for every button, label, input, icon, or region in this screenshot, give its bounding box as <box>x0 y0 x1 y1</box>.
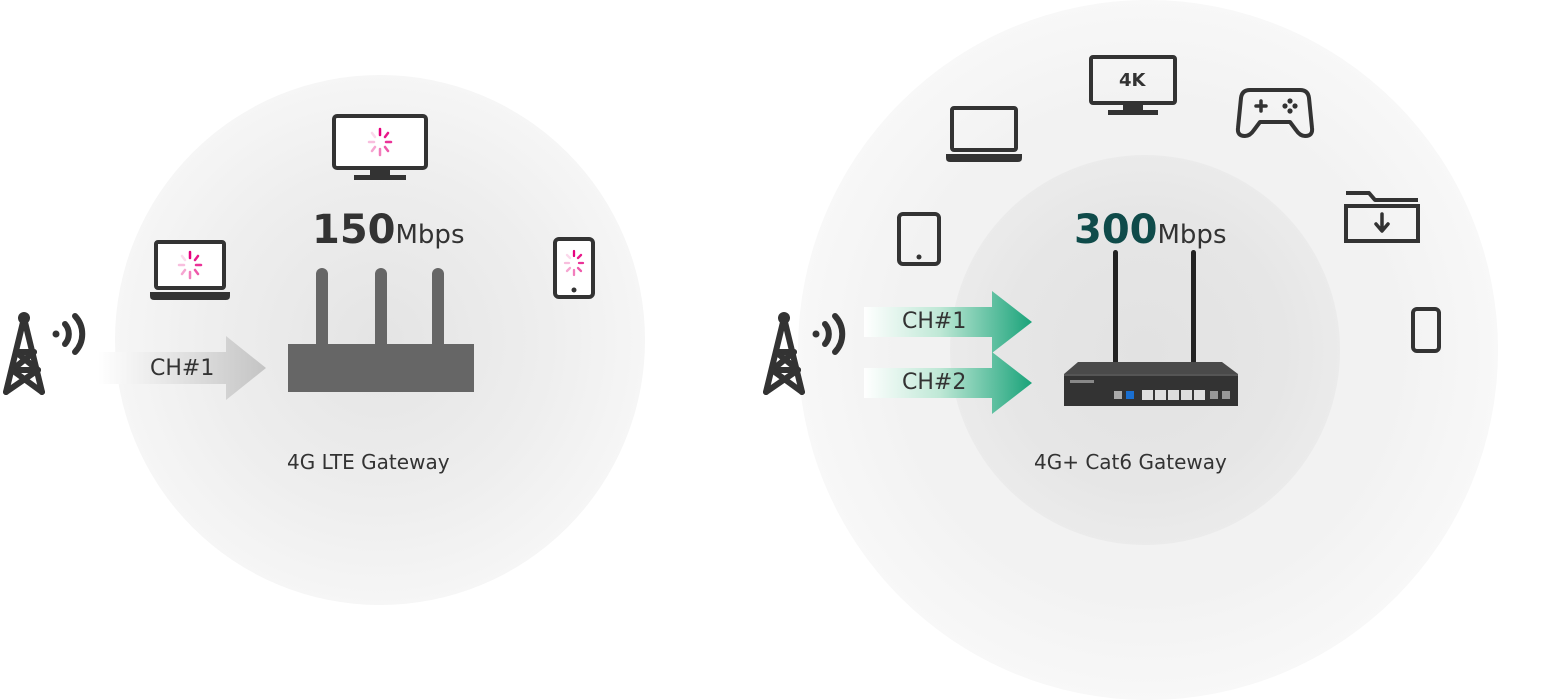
loading-spinner-icon <box>563 249 585 277</box>
lte-gateway-panel: CH#1 <box>0 0 780 605</box>
speed-unit: Mbps <box>395 220 465 250</box>
inner-coverage-dome <box>950 155 1340 545</box>
channel-arrow-1 <box>864 291 1032 353</box>
laptop-icon <box>946 106 1022 162</box>
cat6-gateway-panel: CH#1 CH#2 4K <box>763 0 1560 700</box>
4k-label: 4K <box>1119 70 1146 91</box>
channel-label-1: CH#1 <box>902 309 967 334</box>
channel-arrow <box>98 336 266 400</box>
cell-tower-icon <box>3 312 86 395</box>
gateway-icon <box>1064 250 1238 406</box>
speed-label: 150Mbps <box>312 207 465 253</box>
loading-spinner-icon <box>177 250 203 280</box>
gateway-caption: 4G LTE Gateway <box>287 450 450 474</box>
gateway-caption: 4G+ Cat6 Gateway <box>1034 450 1227 474</box>
channel-label-2: CH#2 <box>902 370 967 395</box>
cell-tower-icon <box>763 312 846 395</box>
download-folder-icon <box>1344 191 1420 243</box>
monitor-icon <box>332 114 428 180</box>
loading-spinner-icon <box>367 127 393 157</box>
speed-unit: Mbps <box>1157 220 1227 250</box>
speed-value: 150 <box>312 207 396 253</box>
channel-arrow-2 <box>864 352 1032 414</box>
tablet-icon <box>553 237 595 299</box>
speed-label: 300Mbps <box>1074 207 1227 253</box>
router-icon <box>288 268 474 392</box>
phone-icon <box>1411 307 1441 353</box>
4k-tv-icon <box>1089 55 1177 115</box>
speed-value: 300 <box>1074 207 1158 253</box>
gamepad-icon <box>1235 88 1315 138</box>
channel-label: CH#1 <box>150 356 215 381</box>
laptop-icon <box>150 240 230 300</box>
tablet-icon <box>897 212 941 266</box>
